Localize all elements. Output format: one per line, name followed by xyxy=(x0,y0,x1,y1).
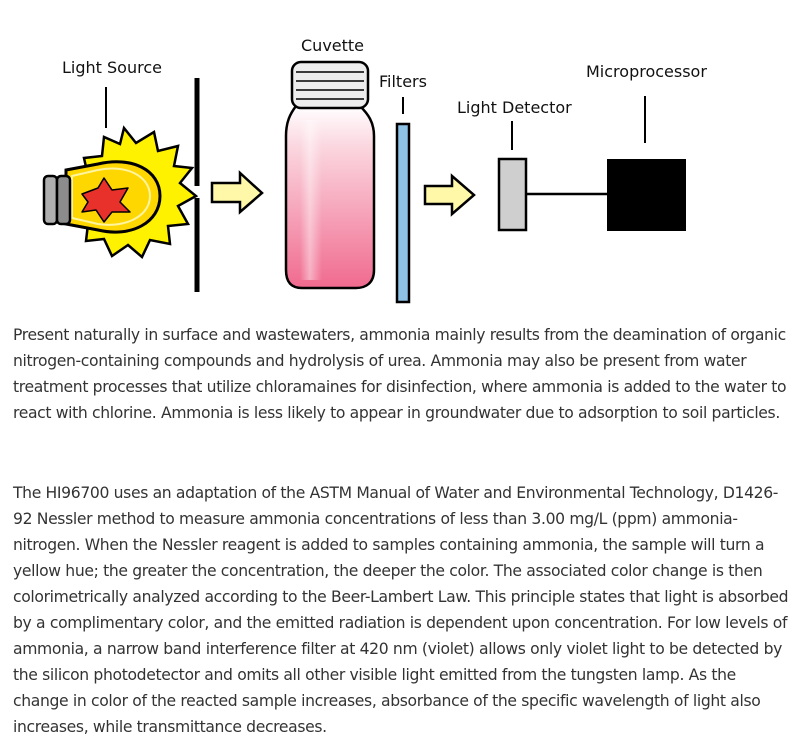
bulb-socket-right xyxy=(55,174,72,226)
microprocessor-label: Microprocessor xyxy=(586,62,707,81)
light-arrow-1-icon xyxy=(210,170,264,215)
filters-label: Filters xyxy=(379,72,427,91)
light-detector xyxy=(497,157,528,232)
light-detector-label: Light Detector xyxy=(457,98,572,117)
method-paragraph: The HI96700 uses an adaptation of the AS… xyxy=(13,484,789,736)
microprocessor xyxy=(607,159,686,231)
flame-icon xyxy=(81,177,131,223)
cuvette-cap xyxy=(290,60,370,110)
cuvette-body xyxy=(284,104,376,290)
cuvette xyxy=(284,60,376,290)
colorimeter-diagram: Light Source Cuvette Filters Light Detec… xyxy=(42,36,707,304)
bulb-socket-left xyxy=(42,174,59,226)
light-arrow-2-icon xyxy=(423,173,476,217)
intro-paragraph: Present naturally in surface and wastewa… xyxy=(13,326,787,422)
light-source xyxy=(42,125,199,260)
light-source-label: Light Source xyxy=(62,58,162,77)
filter xyxy=(395,122,411,304)
cuvette-label: Cuvette xyxy=(301,36,364,55)
